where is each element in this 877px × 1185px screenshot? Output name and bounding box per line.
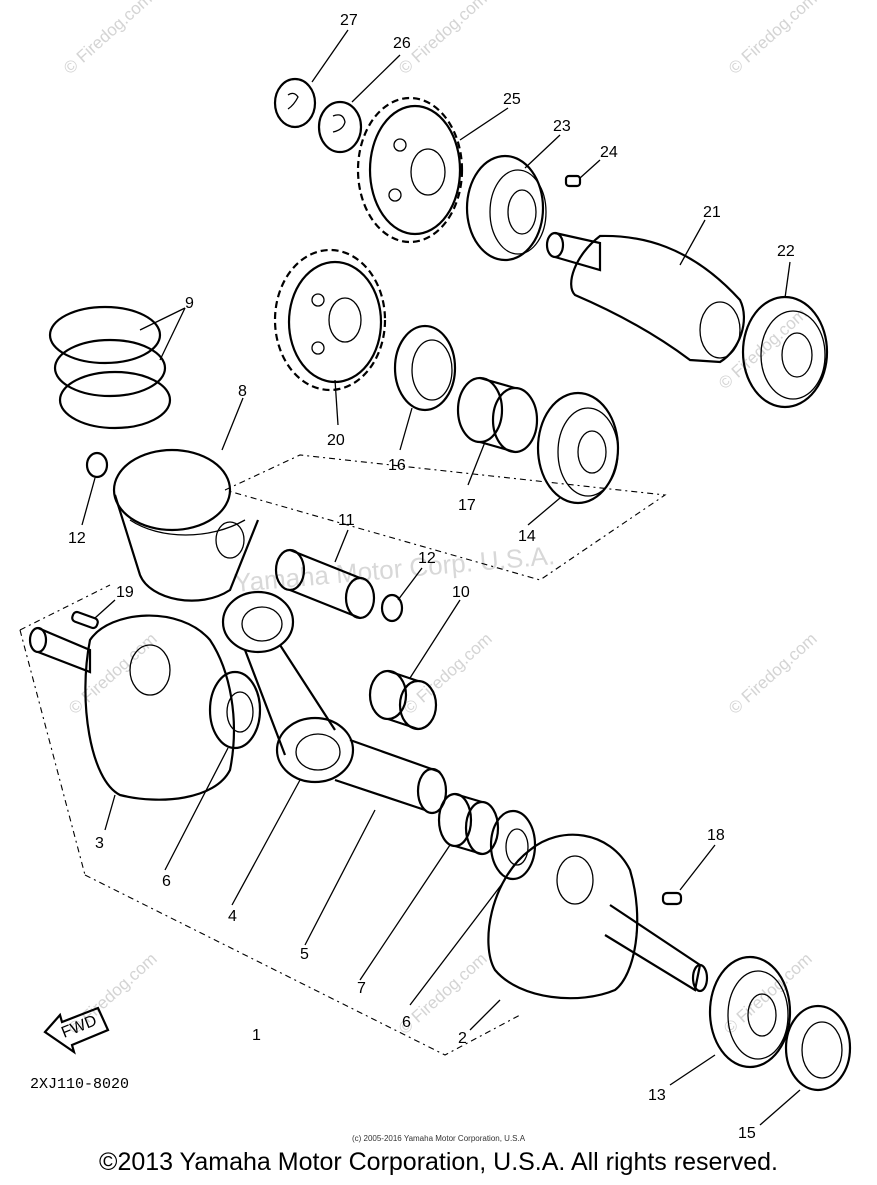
part-6-washer [208, 670, 262, 750]
watermark-site: © Firedog.com [725, 0, 821, 78]
part-label-14: 14 [518, 528, 536, 545]
part-label-1: 1 [252, 1027, 261, 1044]
part-label-22: 22 [777, 243, 795, 260]
part-label-2: 2 [458, 1030, 467, 1047]
part-label-16: 16 [388, 457, 406, 474]
part-20-gear [273, 248, 387, 392]
part-label-18: 18 [707, 827, 725, 844]
part-24-key [564, 174, 582, 188]
part-5-crank-pin [334, 738, 448, 815]
part-label-12: 12 [68, 530, 86, 547]
watermark-center: Yamaha Motor Corp. U.S.A. [233, 540, 556, 598]
small-copyright-notice: (c) 2005-2016 Yamaha Motor Corporation, … [351, 1134, 526, 1143]
part-16-bearing [393, 324, 457, 412]
part-label-23: 23 [553, 118, 571, 135]
part-25-gear [356, 96, 464, 244]
part-label-21: 21 [703, 204, 721, 221]
part-23-bearing [465, 154, 547, 262]
leader-lines [81, 29, 801, 1126]
diagram-code: 2XJ110-8020 [30, 1076, 129, 1093]
part-13-bearing [708, 955, 792, 1069]
part-label-11: 11 [338, 512, 355, 529]
part-8-piston [112, 448, 260, 602]
part-label-9: 9 [185, 295, 194, 312]
piston-group-outline [224, 454, 667, 581]
part-number-labels: 27 26 25 23 24 21 22 9 8 20 16 17 14 12 … [68, 12, 795, 1142]
part-9-piston-rings [48, 305, 172, 430]
part-label-6: 6 [402, 1014, 411, 1031]
part-label-15: 15 [738, 1125, 756, 1142]
part-14-bearing [536, 391, 620, 505]
part-label-20: 20 [327, 432, 345, 449]
part-7-needle-bearing [437, 792, 500, 856]
part-3-crankshaft-left [28, 614, 236, 801]
part-label-17: 17 [458, 497, 476, 514]
part-label-12: 12 [418, 550, 436, 567]
part-label-19: 19 [116, 584, 134, 601]
part-21-balancer-shaft [545, 231, 745, 364]
part-15-oil-seal [784, 1004, 852, 1092]
part-17-spacer [456, 376, 539, 454]
watermark-site: © Firedog.com [725, 629, 821, 718]
part-label-8: 8 [238, 383, 247, 400]
part-18-key [661, 891, 683, 906]
part-label-26: 26 [393, 35, 411, 52]
part-label-3: 3 [95, 835, 104, 852]
part-26-washer [317, 100, 363, 154]
part-10-needle-bearing [368, 669, 438, 731]
watermark-site: © Firedog.com [715, 304, 811, 393]
part-4-connecting-rod [221, 590, 355, 784]
part-label-10: 10 [452, 584, 470, 601]
part-19-key [71, 610, 99, 630]
part-label-6: 6 [162, 873, 171, 890]
crank-group-outline-top [19, 584, 111, 631]
watermark-site: © Firedog.com [60, 0, 156, 78]
copyright-footer: ©2013 Yamaha Motor Corporation, U.S.A. A… [99, 1148, 778, 1176]
part-label-24: 24 [600, 144, 618, 161]
part-12-clip [85, 451, 109, 479]
watermark-site: © Firedog.com [65, 629, 161, 718]
part-12-clip [380, 593, 404, 623]
part-label-5: 5 [300, 946, 309, 963]
part-6-washer [489, 809, 537, 881]
part-label-27: 27 [340, 12, 358, 29]
part-11-piston-pin [274, 548, 376, 620]
part-label-4: 4 [228, 908, 237, 925]
part-27-clip [273, 77, 317, 129]
assembly-group-outlines [19, 454, 667, 1056]
crank-group-outline-bottom [84, 874, 521, 1056]
crank-group-outline-left [19, 629, 86, 876]
watermark-site: © Firedog.com [400, 629, 496, 718]
part-2-crankshaft-right [487, 833, 709, 1000]
part-label-13: 13 [648, 1087, 666, 1104]
part-label-25: 25 [503, 91, 521, 108]
part-label-7: 7 [357, 980, 366, 997]
